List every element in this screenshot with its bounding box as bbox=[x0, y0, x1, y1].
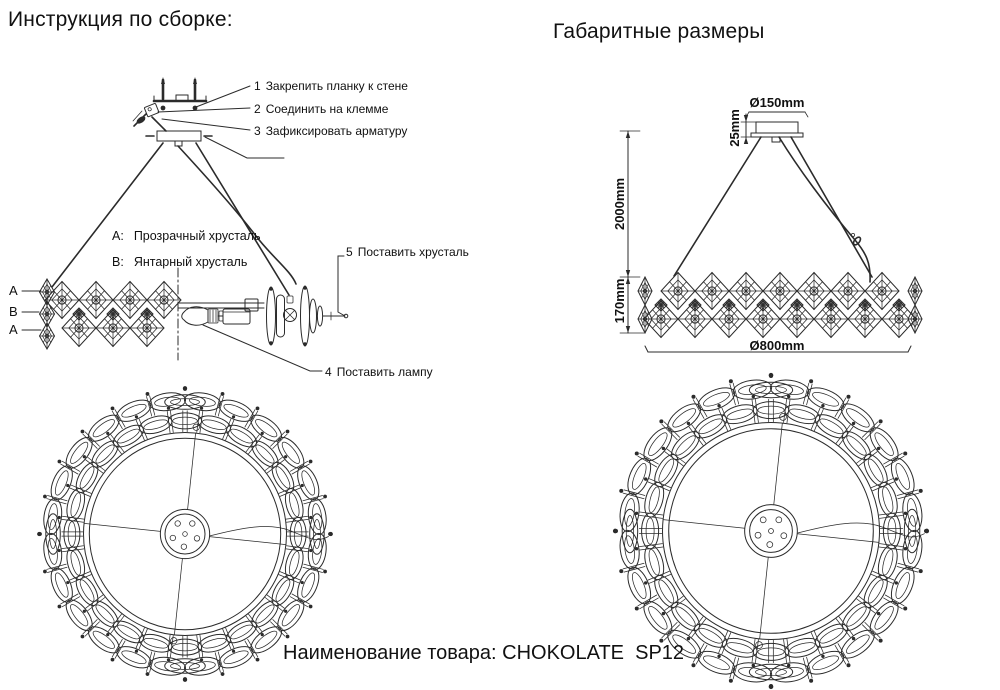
product-name-label: Наименование товара: CHOKOLATE SP12 bbox=[283, 642, 685, 664]
dim-band-height: 170mm bbox=[611, 278, 627, 324]
dimension-lines-drawing bbox=[619, 111, 912, 353]
callout-step-4-text: Поставить лампу bbox=[336, 365, 433, 379]
left-view-cables-drawing bbox=[51, 142, 297, 296]
side-band-left-drawing bbox=[38, 267, 182, 361]
callout-step-1-text: Закрепить планку к стене bbox=[265, 79, 408, 93]
legend-crystal-a: A: Прозрачный хрусталь bbox=[112, 229, 261, 244]
mounting-assembly-drawing bbox=[132, 77, 213, 147]
row-label-a-bottom: A bbox=[9, 322, 18, 337]
legend-crystal-a-key: A: bbox=[112, 229, 124, 243]
lamp-and-crystal-assembly-drawing bbox=[177, 285, 349, 347]
callout-step-5-text: Поставить хрусталь bbox=[357, 245, 469, 259]
legend-crystal-a-text: Прозрачный хрусталь bbox=[133, 229, 261, 243]
legend-crystal-b-key: B: bbox=[112, 255, 124, 269]
callout-step-3-num: 3 bbox=[254, 124, 261, 138]
top-view-left-drawing bbox=[37, 386, 333, 682]
callout-step-2: 2 Соединить на клемме bbox=[254, 102, 389, 116]
callout-step-1: 1 Закрепить планку к стене bbox=[254, 79, 408, 93]
page-title-right: Габаритные размеры bbox=[553, 20, 765, 43]
callout-step-3: 3 Зафиксировать арматуру bbox=[254, 124, 408, 138]
callout-step-3-text: Зафиксировать арматуру bbox=[265, 124, 408, 138]
leader-lines-drawing bbox=[21, 85, 346, 372]
callout-step-4: 4 Поставить лампу bbox=[325, 365, 433, 379]
side-band-right-drawing bbox=[637, 271, 923, 339]
top-view-right-drawing bbox=[612, 372, 930, 690]
callout-step-1-num: 1 bbox=[254, 79, 261, 93]
right-view-fixture-drawing bbox=[673, 121, 873, 283]
dim-ring-diameter: Ø800mm bbox=[749, 337, 805, 353]
dim-drop-height: 2000mm bbox=[611, 177, 627, 231]
callout-step-5: 5 Поставить хрусталь bbox=[346, 245, 469, 259]
dim-canopy-diameter: Ø150mm bbox=[749, 94, 805, 110]
row-label-a-top: A bbox=[9, 283, 18, 298]
callout-step-2-num: 2 bbox=[254, 102, 261, 116]
legend-crystal-b: B: Янтарный хрусталь bbox=[112, 255, 248, 270]
legend-crystal-b-text: Янтарный хрусталь bbox=[133, 255, 248, 269]
page-title-left: Инструкция по сборке: bbox=[8, 8, 233, 31]
dim-canopy-height: 25mm bbox=[726, 109, 742, 147]
callout-step-5-num: 5 bbox=[346, 245, 353, 259]
callout-step-2-text: Соединить на клемме bbox=[265, 102, 389, 116]
callout-step-4-num: 4 bbox=[325, 365, 332, 379]
row-label-b-mid: B bbox=[9, 304, 18, 319]
